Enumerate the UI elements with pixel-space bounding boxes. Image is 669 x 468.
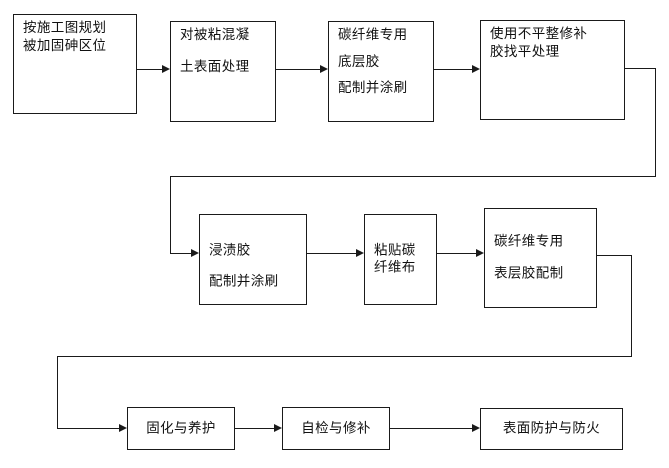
edge-n7-n8-seg-down-inner [57,356,58,429]
node-line: 胶找平处理 [490,43,560,60]
node-line: 碳纤维专用 [494,233,564,250]
edge-n7-n8-seg-down-outer [631,255,632,357]
node-line: 自检与修补 [301,419,371,436]
node-self-inspection-and-repair[interactable]: 自检与修补 [282,407,390,450]
node-impregnation-adhesive-mix-and-brush[interactable]: 浸渍胶 配制并涂刷 [199,214,307,305]
node-line: 碳纤维专用 [338,27,408,43]
edge-n9-n10-line [390,428,472,429]
node-leveling-putty-repair[interactable]: 使用不平整修补 胶找平处理 [480,20,625,120]
node-line: 对被粘混凝 [180,27,250,43]
edge-n5-n6-arrow [356,248,364,257]
node-plan-reinforcement-zone[interactable]: 按施工图规划 被加固砷区位 [13,14,137,114]
node-line: 固化与养护 [146,419,216,436]
node-line: 被加固砷区位 [23,37,107,54]
edge-n6-n7-line [437,253,476,254]
edge-n4-n5-seg-in [170,253,191,254]
edge-n7-n8-seg-left [57,356,632,357]
node-line: 纤维布 [374,259,416,276]
edge-n6-n7-arrow [476,248,484,257]
node-line: 底层胶 [338,53,380,70]
node-line: 土表面处理 [180,58,250,75]
node-line: 粘贴碳 [374,242,416,258]
edge-n4-n5-seg-left [170,176,656,177]
edge-n3-n4-line [434,69,472,70]
node-surface-protection-and-fireproofing[interactable]: 表面防护与防火 [480,408,623,450]
node-line: 浸渍胶 [209,242,251,259]
edge-n4-n5-seg-down-inner [170,176,171,253]
node-line: 使用不平整修补 [490,26,588,42]
edge-n1-n2-line [137,69,162,70]
edge-n8-n9-line [235,428,274,429]
edge-n1-n2-arrow [162,64,170,73]
node-line: 按施工图规划 [23,20,107,36]
edge-n9-n10-arrow [472,423,480,432]
edge-n2-n3-arrow [320,64,328,73]
node-line: 配制并涂刷 [209,273,279,290]
edge-n7-n8-seg-right [597,255,632,256]
edge-n3-n4-arrow [472,64,480,73]
node-paste-carbon-fiber-cloth[interactable]: 粘贴碳 纤维布 [364,214,437,305]
edge-n7-n8-arrow [119,423,127,432]
node-line: 表层胶配制 [494,265,564,281]
node-curing-and-maintenance[interactable]: 固化与养护 [127,407,235,450]
node-line: 配制并涂刷 [338,80,408,96]
node-concrete-surface-treatment[interactable]: 对被粘混凝 土表面处理 [170,21,276,122]
node-topcoat-adhesive-mix[interactable]: 碳纤维专用 表层胶配制 [484,208,597,308]
edge-n2-n3-line [276,69,320,70]
node-primer-adhesive-mix-and-brush[interactable]: 碳纤维专用 底层胶 配制并涂刷 [328,21,434,122]
edge-n8-n9-arrow [274,423,282,432]
edge-n4-n5-seg-down-outer [655,68,656,177]
edge-n4-n5-arrow [191,248,199,257]
edge-n7-n8-seg-in [57,428,119,429]
edge-n5-n6-line [307,253,356,254]
node-line: 表面防护与防火 [502,420,601,437]
edge-n4-n5-seg-right [625,68,656,69]
